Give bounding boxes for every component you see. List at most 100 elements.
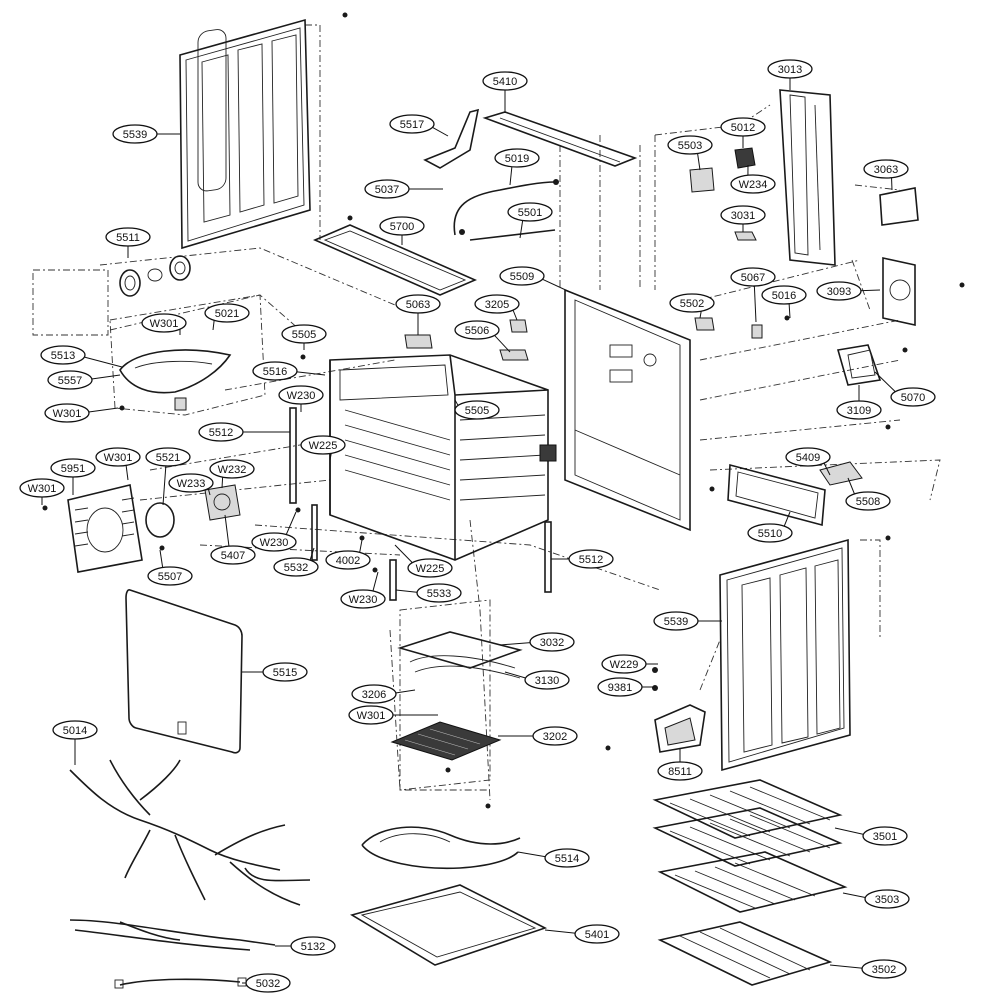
callout-5539-bottom: 5539 xyxy=(653,611,722,631)
callout-label: 5503 xyxy=(678,140,702,152)
callout-bubble xyxy=(507,202,553,222)
callout-3013: 3013 xyxy=(767,59,813,90)
callout-bubble xyxy=(730,174,776,194)
oven-racks xyxy=(652,779,848,986)
callout-leader-line xyxy=(847,477,856,496)
callout-bubble xyxy=(532,726,578,746)
callout-leader-line xyxy=(394,544,414,564)
callout-5032: 5032 xyxy=(242,973,291,993)
callout-label: 3109 xyxy=(847,405,871,417)
callout-w301-d: W301 xyxy=(19,478,65,505)
callout-bubble xyxy=(499,266,545,286)
callout-bubble xyxy=(147,566,193,586)
callout-3206: 3206 xyxy=(351,684,416,704)
callout-label: 4002 xyxy=(336,555,360,567)
callout-bubble xyxy=(290,936,336,956)
callout-bubble xyxy=(761,285,807,305)
callout-leader-line xyxy=(159,549,164,569)
callout-5505-a: 5505 xyxy=(281,324,327,350)
callout-bubble xyxy=(544,848,590,868)
callout-label: 3093 xyxy=(827,286,851,298)
callout-bubble xyxy=(454,400,500,420)
callout-bubble xyxy=(890,387,936,407)
callout-label: W301 xyxy=(53,408,82,420)
callout-label: 5507 xyxy=(158,571,182,583)
callout-label: 5506 xyxy=(465,325,489,337)
callout-bubble xyxy=(245,973,291,993)
callout-bubble xyxy=(273,557,319,577)
callout-label: 5505 xyxy=(292,329,316,341)
callout-label: W225 xyxy=(416,563,445,575)
callout-5019: 5019 xyxy=(494,148,540,186)
callout-layer: 5539551154105517501950375501570030135012… xyxy=(19,59,936,993)
callout-bubble xyxy=(767,59,813,79)
callout-5501: 5501 xyxy=(507,202,553,239)
callout-label: W230 xyxy=(287,390,316,402)
callout-leader-line xyxy=(874,371,897,393)
callout-label: 5407 xyxy=(221,550,245,562)
top-bracket xyxy=(423,108,638,169)
callout-bubble xyxy=(597,677,643,697)
callout-bubble xyxy=(348,705,394,725)
callout-bubble xyxy=(364,179,410,199)
callout-leader-line xyxy=(212,319,215,331)
callout-label: W230 xyxy=(349,594,378,606)
callout-leader-line xyxy=(162,464,167,506)
door-panel-top xyxy=(179,18,311,250)
callout-leader-line xyxy=(829,964,865,969)
callout-label: 5539 xyxy=(123,129,147,141)
callout-label: 5517 xyxy=(400,119,424,131)
back-panel xyxy=(564,288,691,532)
callout-label: 5700 xyxy=(390,221,414,233)
callout-label: 5533 xyxy=(427,588,451,600)
callout-label: 5037 xyxy=(375,184,399,196)
callout-bubble xyxy=(47,370,93,390)
callout-label: 3031 xyxy=(731,210,755,222)
callout-bubble xyxy=(210,545,256,565)
callout-3063: 3063 xyxy=(863,159,909,191)
callout-bubble xyxy=(300,435,346,455)
wire-harness xyxy=(69,759,311,906)
callout-label: W225 xyxy=(309,440,338,452)
callout-bubble xyxy=(209,459,255,479)
callout-bubble xyxy=(168,473,214,493)
callout-5506: 5506 xyxy=(454,320,511,353)
callout-label: 5532 xyxy=(284,562,308,574)
callout-bubble xyxy=(862,826,908,846)
callout-label: 5409 xyxy=(796,452,820,464)
callout-label: 3206 xyxy=(362,689,386,701)
callout-3205: 3205 xyxy=(474,294,520,321)
callout-5533: 5533 xyxy=(395,583,462,603)
callout-bubble xyxy=(278,385,324,405)
callout-bubble xyxy=(252,361,298,381)
callout-w230-c: W230 xyxy=(340,571,386,609)
callout-5508: 5508 xyxy=(845,477,891,511)
callout-label: 5014 xyxy=(63,725,87,737)
callout-label: 5521 xyxy=(156,452,180,464)
callout-bubble xyxy=(667,135,713,155)
callout-label: W301 xyxy=(104,452,133,464)
callout-5514: 5514 xyxy=(517,848,590,868)
callout-5557: 5557 xyxy=(47,370,121,390)
callout-leader-line xyxy=(89,374,121,380)
callout-bubble xyxy=(816,281,862,301)
callout-bubble xyxy=(653,611,699,631)
callout-w234: W234 xyxy=(730,164,776,194)
callout-leader-line xyxy=(544,929,578,934)
callout-label: 3032 xyxy=(540,637,564,649)
callout-label: 5032 xyxy=(256,978,280,990)
callout-w301-e: W301 xyxy=(348,705,438,725)
callout-bubble xyxy=(281,324,327,344)
callout-bubble xyxy=(482,71,528,91)
callout-label: 5509 xyxy=(510,271,534,283)
callout-label: 5508 xyxy=(856,496,880,508)
callout-leader-line xyxy=(395,589,420,593)
parts-artwork xyxy=(32,12,965,989)
callout-w230-b: W230 xyxy=(251,511,297,552)
callout-w229: W229 xyxy=(601,654,658,674)
callout-label: 5501 xyxy=(518,207,542,219)
callout-label: 5512 xyxy=(209,427,233,439)
callout-5012: 5012 xyxy=(720,117,766,148)
callout-3502: 3502 xyxy=(829,959,907,979)
